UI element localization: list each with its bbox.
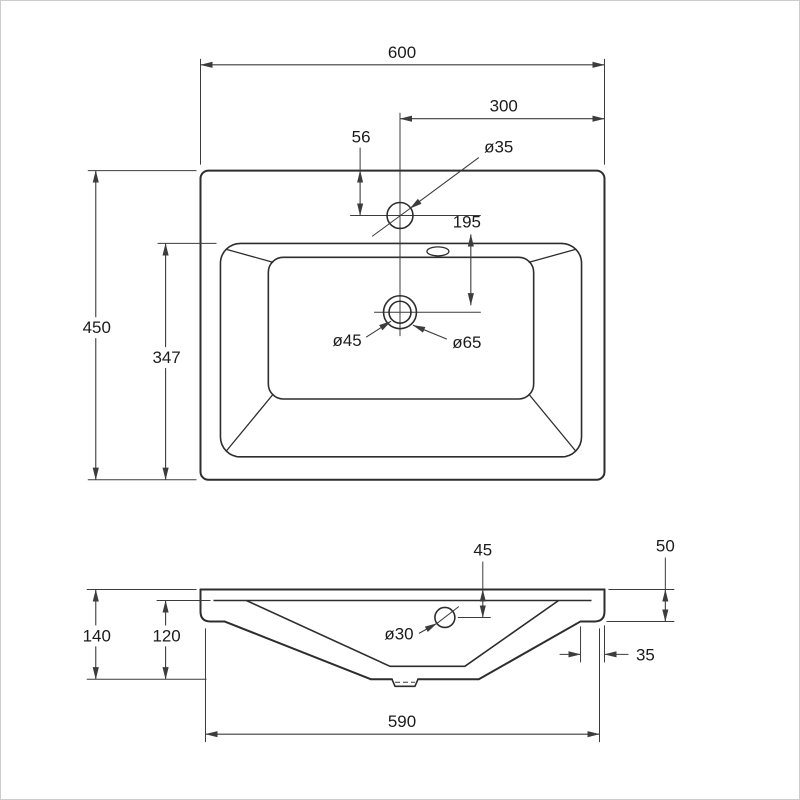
front-view (199, 588, 606, 688)
overall-depth-label: 450 (83, 318, 111, 337)
wall-offset-ext-lines (580, 625, 605, 663)
drain-inner-dia-leader (365, 320, 392, 338)
faucet-dia-tick (371, 208, 411, 237)
faucet-back-label: 56 (352, 128, 371, 147)
depth-extension-lines (87, 170, 197, 481)
base-width-ext-lines (204, 628, 600, 743)
drain-outlet (391, 678, 419, 688)
overall-height-label: 140 (83, 626, 111, 645)
faucet-dia-label: ø35 (484, 138, 513, 157)
front-view-dimensions: 45 50 35 140 120 ø30 590 (73, 537, 675, 743)
overflow-dia-tick (436, 606, 460, 624)
drain-inner-dia-label: ø45 (333, 331, 362, 350)
basin-rim (219, 242, 583, 458)
edge-height-ext-lines (606, 589, 675, 622)
faucet-drain-label: 195 (453, 212, 481, 231)
width-extension-lines (200, 58, 605, 165)
top-view-dimensions: 600 300 56 195 450 347 ø35 ø45 ø65 (73, 43, 605, 481)
wall-offset-label: 35 (636, 645, 655, 664)
basin-corner-slopes (225, 248, 577, 452)
center-lines (350, 112, 481, 337)
drain-outer-dia-leader (412, 324, 448, 340)
label-mask (73, 317, 119, 339)
edge-height-label: 50 (656, 537, 675, 556)
overflow-top-label: 45 (473, 541, 492, 560)
top-view (199, 112, 606, 481)
basin-floor (267, 256, 535, 400)
body-height-label: 120 (152, 626, 180, 645)
drain-hole-outer (382, 294, 418, 330)
label-mask (143, 347, 189, 369)
overall-width-label: 600 (388, 43, 416, 62)
inner-bowl-profile (246, 599, 560, 668)
rim-front-label: 347 (152, 348, 180, 367)
drain-hole-inner (388, 300, 412, 324)
drain-outer-dia-label: ø65 (452, 333, 481, 352)
faucet-offset-label: 300 (490, 97, 518, 116)
faucet-hole (386, 201, 414, 230)
overflow-hole (434, 606, 456, 629)
faucet-dia-leader (409, 157, 480, 209)
overflow-dia-label: ø30 (384, 624, 413, 643)
overflow-slot (426, 246, 450, 257)
overflow-dia-leader (418, 622, 438, 634)
outer-profile (199, 588, 606, 681)
sink-outer-edge (199, 169, 606, 481)
label-mask (73, 625, 119, 647)
height-ext-lines (86, 589, 207, 680)
label-mask (143, 625, 189, 647)
base-width-label: 590 (388, 712, 416, 731)
